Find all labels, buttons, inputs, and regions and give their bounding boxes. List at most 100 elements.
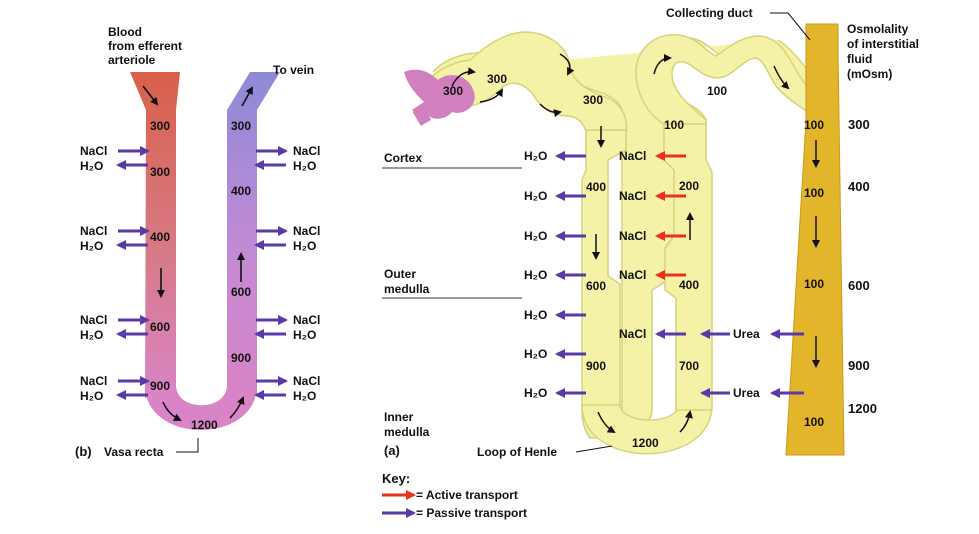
legend-active-label: = Active transport [416,488,518,502]
vasa-desc-value: 400 [150,230,170,244]
flow-arrow [162,401,182,421]
nacl-label: NaCl [619,327,646,341]
asc-limb-value: 400 [679,278,699,292]
leader-line [176,438,199,453]
desc-limb-value: 600 [586,279,606,293]
nacl-label: NaCl [619,229,646,243]
nacl-label: NaCl [80,144,107,158]
legend-passive-label: = Passive transport [416,506,527,520]
nacl-label: NaCl [293,374,320,388]
desc-limb-value: 400 [586,180,606,194]
duct-value: 100 [804,186,824,200]
nacl-label: NaCl [619,268,646,282]
vasa-right-exchange: NaCl H₂O NaCl H₂O NaCl H₂O NaCl H₂O [254,144,320,403]
panel-b-title: Vasa recta [104,445,164,459]
flow-arrow [773,65,790,90]
osmolality-title: Osmolality of interstitial fluid (mOsm) [847,22,922,81]
flow-arrow [559,53,575,76]
flow-arrow [241,86,253,107]
nacl-label: NaCl [293,224,320,238]
h2o-label: H₂O [524,229,547,243]
vasa-desc-value: 300 [150,165,170,179]
urea-label: Urea [733,327,760,341]
afferent-vessel [412,106,432,126]
vasa-asc-value: 300 [231,119,251,133]
nacl-label: NaCl [619,189,646,203]
loop-bottom-value: 1200 [632,436,659,450]
flow-arrow [597,411,616,434]
urea-label: Urea [733,386,760,400]
flow-arrow [653,54,672,75]
dcl-value: 100 [707,84,727,98]
nacl-label: NaCl [80,224,107,238]
flow-arrow [539,103,562,118]
vasa-asc-value: 900 [231,351,251,365]
flow-arrow [451,67,476,87]
asc-limb-value: 100 [664,118,684,132]
h2o-label: H₂O [80,328,103,342]
h2o-label: H₂O [524,347,547,361]
h2o-label: H₂O [293,328,316,342]
vasa-descending-limb [130,72,180,398]
h2o-label: H₂O [293,159,316,173]
vasa-desc-value: 300 [150,119,170,133]
region-cortex: Cortex [384,151,422,165]
region-inner-medulla: Inner medulla [384,410,430,439]
h2o-label: H₂O [524,386,547,400]
h2o-label: H₂O [524,149,547,163]
loop-bottom [581,404,713,455]
h2o-label: H₂O [524,189,547,203]
legend-title: Key: [382,471,410,486]
h2o-label: H₂O [80,159,103,173]
to-vein-label: To vein [273,63,314,77]
loop-of-henle-label: Loop of Henle [477,445,557,459]
flow-arrow [679,410,693,433]
nacl-efflux: NaCl NaCl NaCl NaCl NaCl [619,149,686,341]
vasa-recta-panel: Blood from efferent arteriole To vein 30… [75,25,320,459]
leader-line [575,445,613,453]
desc-limb-value: 900 [586,359,606,373]
vasa-desc-value: 900 [150,379,170,393]
interstitial-value: 600 [848,278,870,293]
asc-limb-value: 700 [679,359,699,373]
urea-efflux: Urea Urea [700,327,804,400]
pct-value: 300 [443,84,463,98]
h2o-label: H₂O [524,268,547,282]
nacl-label: NaCl [293,144,320,158]
vasa-bottom-value: 1200 [191,418,218,432]
flow-arrow [479,88,504,103]
duct-value: 100 [804,277,824,291]
pct-value: 300 [583,93,603,107]
interstitial-value: 300 [848,117,870,132]
nacl-label: NaCl [80,374,107,388]
pct-value: 300 [487,72,507,86]
nephron-panel: Cortex Outer medulla Inner medulla (a) C… [382,6,922,459]
legend: Key: = Active transport = Passive transp… [382,471,527,520]
flow-arrow [142,85,159,106]
h2o-label: H₂O [80,389,103,403]
interstitial-value: 1200 [848,401,877,416]
leader-line [770,12,811,41]
collecting-duct [785,23,845,456]
vasa-asc-value: 600 [231,285,251,299]
h2o-label: H₂O [80,239,103,253]
nacl-label: NaCl [293,313,320,327]
duct-value: 100 [804,118,824,132]
blood-source-label: Blood from efferent arteriole [108,25,185,67]
flow-arrow [229,396,245,419]
vasa-ascending-limb [227,72,280,398]
asc-limb-value: 200 [679,179,699,193]
panel-a-letter: (a) [384,443,400,458]
nacl-label: NaCl [619,149,646,163]
vasa-left-exchange: NaCl H₂O NaCl H₂O NaCl H₂O NaCl H₂O [80,144,150,403]
vasa-asc-value: 400 [231,184,251,198]
region-outer-medulla: Outer medulla [384,267,430,296]
duct-value: 100 [804,415,824,429]
collecting-duct-label: Collecting duct [666,6,753,20]
h2o-label: H₂O [293,389,316,403]
interstitial-value: 400 [848,179,870,194]
interstitial-value: 900 [848,358,870,373]
nacl-label: NaCl [80,313,107,327]
